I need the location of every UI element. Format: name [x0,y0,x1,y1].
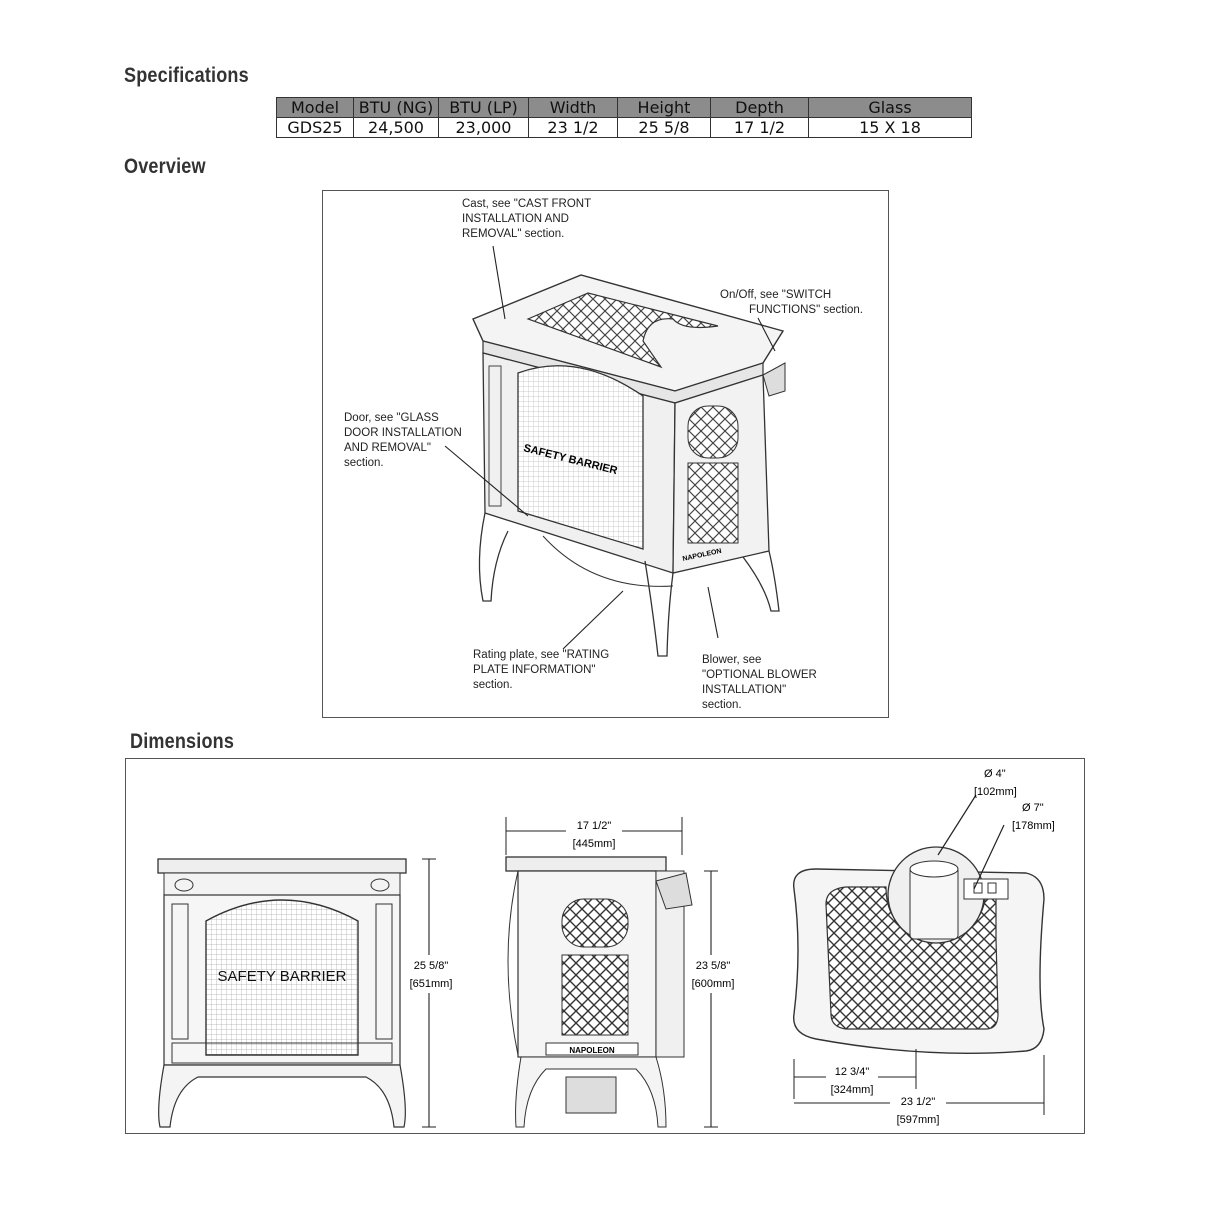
stove-isometric-drawing: SAFETY BARRIER NAPOLEON Cast, see "CAST … [344,198,863,711]
col-glass-header: Glass [808,97,972,118]
svg-text:DOOR INSTALLATION: DOOR INSTALLATION [344,427,462,439]
callout-cast: Cast, see "CAST FRONT INSTALLATION AND R… [462,198,591,240]
dimension-drawings: SAFETY BARRIER 25 5/8" [651mm] NAPOLEON [157,768,1055,1129]
side-height-dimension: 23 5/8" [600mm] [688,870,738,1128]
front-view: SAFETY BARRIER [157,858,407,1128]
svg-text:Ø 7": Ø 7" [1022,802,1044,814]
specifications-table: Model BTU (NG) BTU (LP) Width Height Dep… [276,97,972,138]
top-center-dimension: 12 3/4" [324mm] [793,1049,917,1099]
top-width-dimension: 23 1/2" [597mm] [794,1055,1045,1129]
svg-text:"OPTIONAL BLOWER: "OPTIONAL BLOWER [702,669,817,681]
svg-text:25 5/8": 25 5/8" [414,960,449,972]
side-view: NAPOLEON [505,856,693,1128]
svg-text:[597mm]: [597mm] [897,1114,940,1126]
cell-glass: 15 X 18 [808,117,972,138]
cell-depth: 17 1/2 [710,117,809,138]
svg-text:Ø 4": Ø 4" [984,768,1006,780]
front-height-dimension: 25 5/8" [651mm] [406,858,456,1128]
side-width-dimension: 17 1/2" [445mm] [505,815,683,855]
spec-header-row: Model BTU (NG) BTU (LP) Width Height Dep… [276,97,972,118]
col-btu-ng-header: BTU (NG) [353,97,439,118]
svg-text:17 1/2": 17 1/2" [577,820,612,832]
svg-text:INSTALLATION": INSTALLATION" [702,684,786,696]
callout-blower: Blower, see "OPTIONAL BLOWER INSTALLATIO… [702,654,817,711]
stove-body: SAFETY BARRIER NAPOLEON [482,352,786,574]
svg-text:On/Off, see "SWITCH: On/Off, see "SWITCH [720,289,831,301]
callout-door: Door, see "GLASS DOOR INSTALLATION AND R… [344,412,462,469]
svg-text:23 5/8": 23 5/8" [696,960,731,972]
callout-leader-lines [444,245,776,650]
svg-text:INSTALLATION AND: INSTALLATION AND [462,213,569,225]
svg-text:[178mm]: [178mm] [1012,820,1055,832]
svg-text:23 1/2": 23 1/2" [901,1096,936,1108]
svg-text:Rating plate, see "RATING: Rating plate, see "RATING [473,649,609,661]
front-safety-barrier-label: SAFETY BARRIER [218,968,347,985]
col-depth-header: Depth [710,97,809,118]
cell-btu-ng: 24,500 [353,117,439,138]
svg-text:AND REMOVAL": AND REMOVAL" [344,442,431,454]
dimensions-heading: Dimensions [130,730,235,753]
spec-data-row: GDS25 24,500 23,000 23 1/2 25 5/8 17 1/2… [276,117,972,138]
specifications-heading: Specifications [124,64,249,87]
callout-onoff: On/Off, see "SWITCH FUNCTIONS" section. [720,289,863,316]
col-width-header: Width [528,97,618,118]
svg-text:section.: section. [702,699,742,711]
svg-text:Door, see "GLASS: Door, see "GLASS [344,412,439,424]
svg-text:[445mm]: [445mm] [573,838,616,850]
overview-diagram: SAFETY BARRIER NAPOLEON Cast, see "CAST … [322,190,889,718]
cell-model: GDS25 [276,117,354,138]
svg-text:section.: section. [344,457,384,469]
svg-text:section.: section. [473,679,513,691]
col-model-header: Model [276,97,354,118]
overview-heading: Overview [124,155,206,178]
cell-width: 23 1/2 [528,117,618,138]
svg-text:PLATE INFORMATION": PLATE INFORMATION" [473,664,596,676]
cell-height: 25 5/8 [617,117,711,138]
svg-text:Cast, see "CAST FRONT: Cast, see "CAST FRONT [462,198,591,210]
side-brand-label: NAPOLEON [569,1046,615,1055]
stove-legs [478,512,780,657]
svg-text:[651mm]: [651mm] [410,978,453,990]
svg-text:[324mm]: [324mm] [831,1084,874,1096]
dimensions-diagram: SAFETY BARRIER 25 5/8" [651mm] NAPOLEON [125,758,1085,1134]
svg-text:[600mm]: [600mm] [692,978,735,990]
svg-text:Blower, see: Blower, see [702,654,761,666]
top-view [792,846,1045,1054]
svg-text:REMOVAL" section.: REMOVAL" section. [462,228,564,240]
svg-text:FUNCTIONS" section.: FUNCTIONS" section. [749,304,863,316]
col-height-header: Height [617,97,711,118]
col-btu-lp-header: BTU (LP) [438,97,529,118]
cell-btu-lp: 23,000 [438,117,529,138]
top-flue-dimensions: Ø 4" [102mm] Ø 7" [178mm] [937,768,1055,890]
callout-rating-plate: Rating plate, see "RATING PLATE INFORMAT… [473,649,609,691]
svg-text:[102mm]: [102mm] [974,786,1017,798]
svg-text:12 3/4": 12 3/4" [835,1066,870,1078]
